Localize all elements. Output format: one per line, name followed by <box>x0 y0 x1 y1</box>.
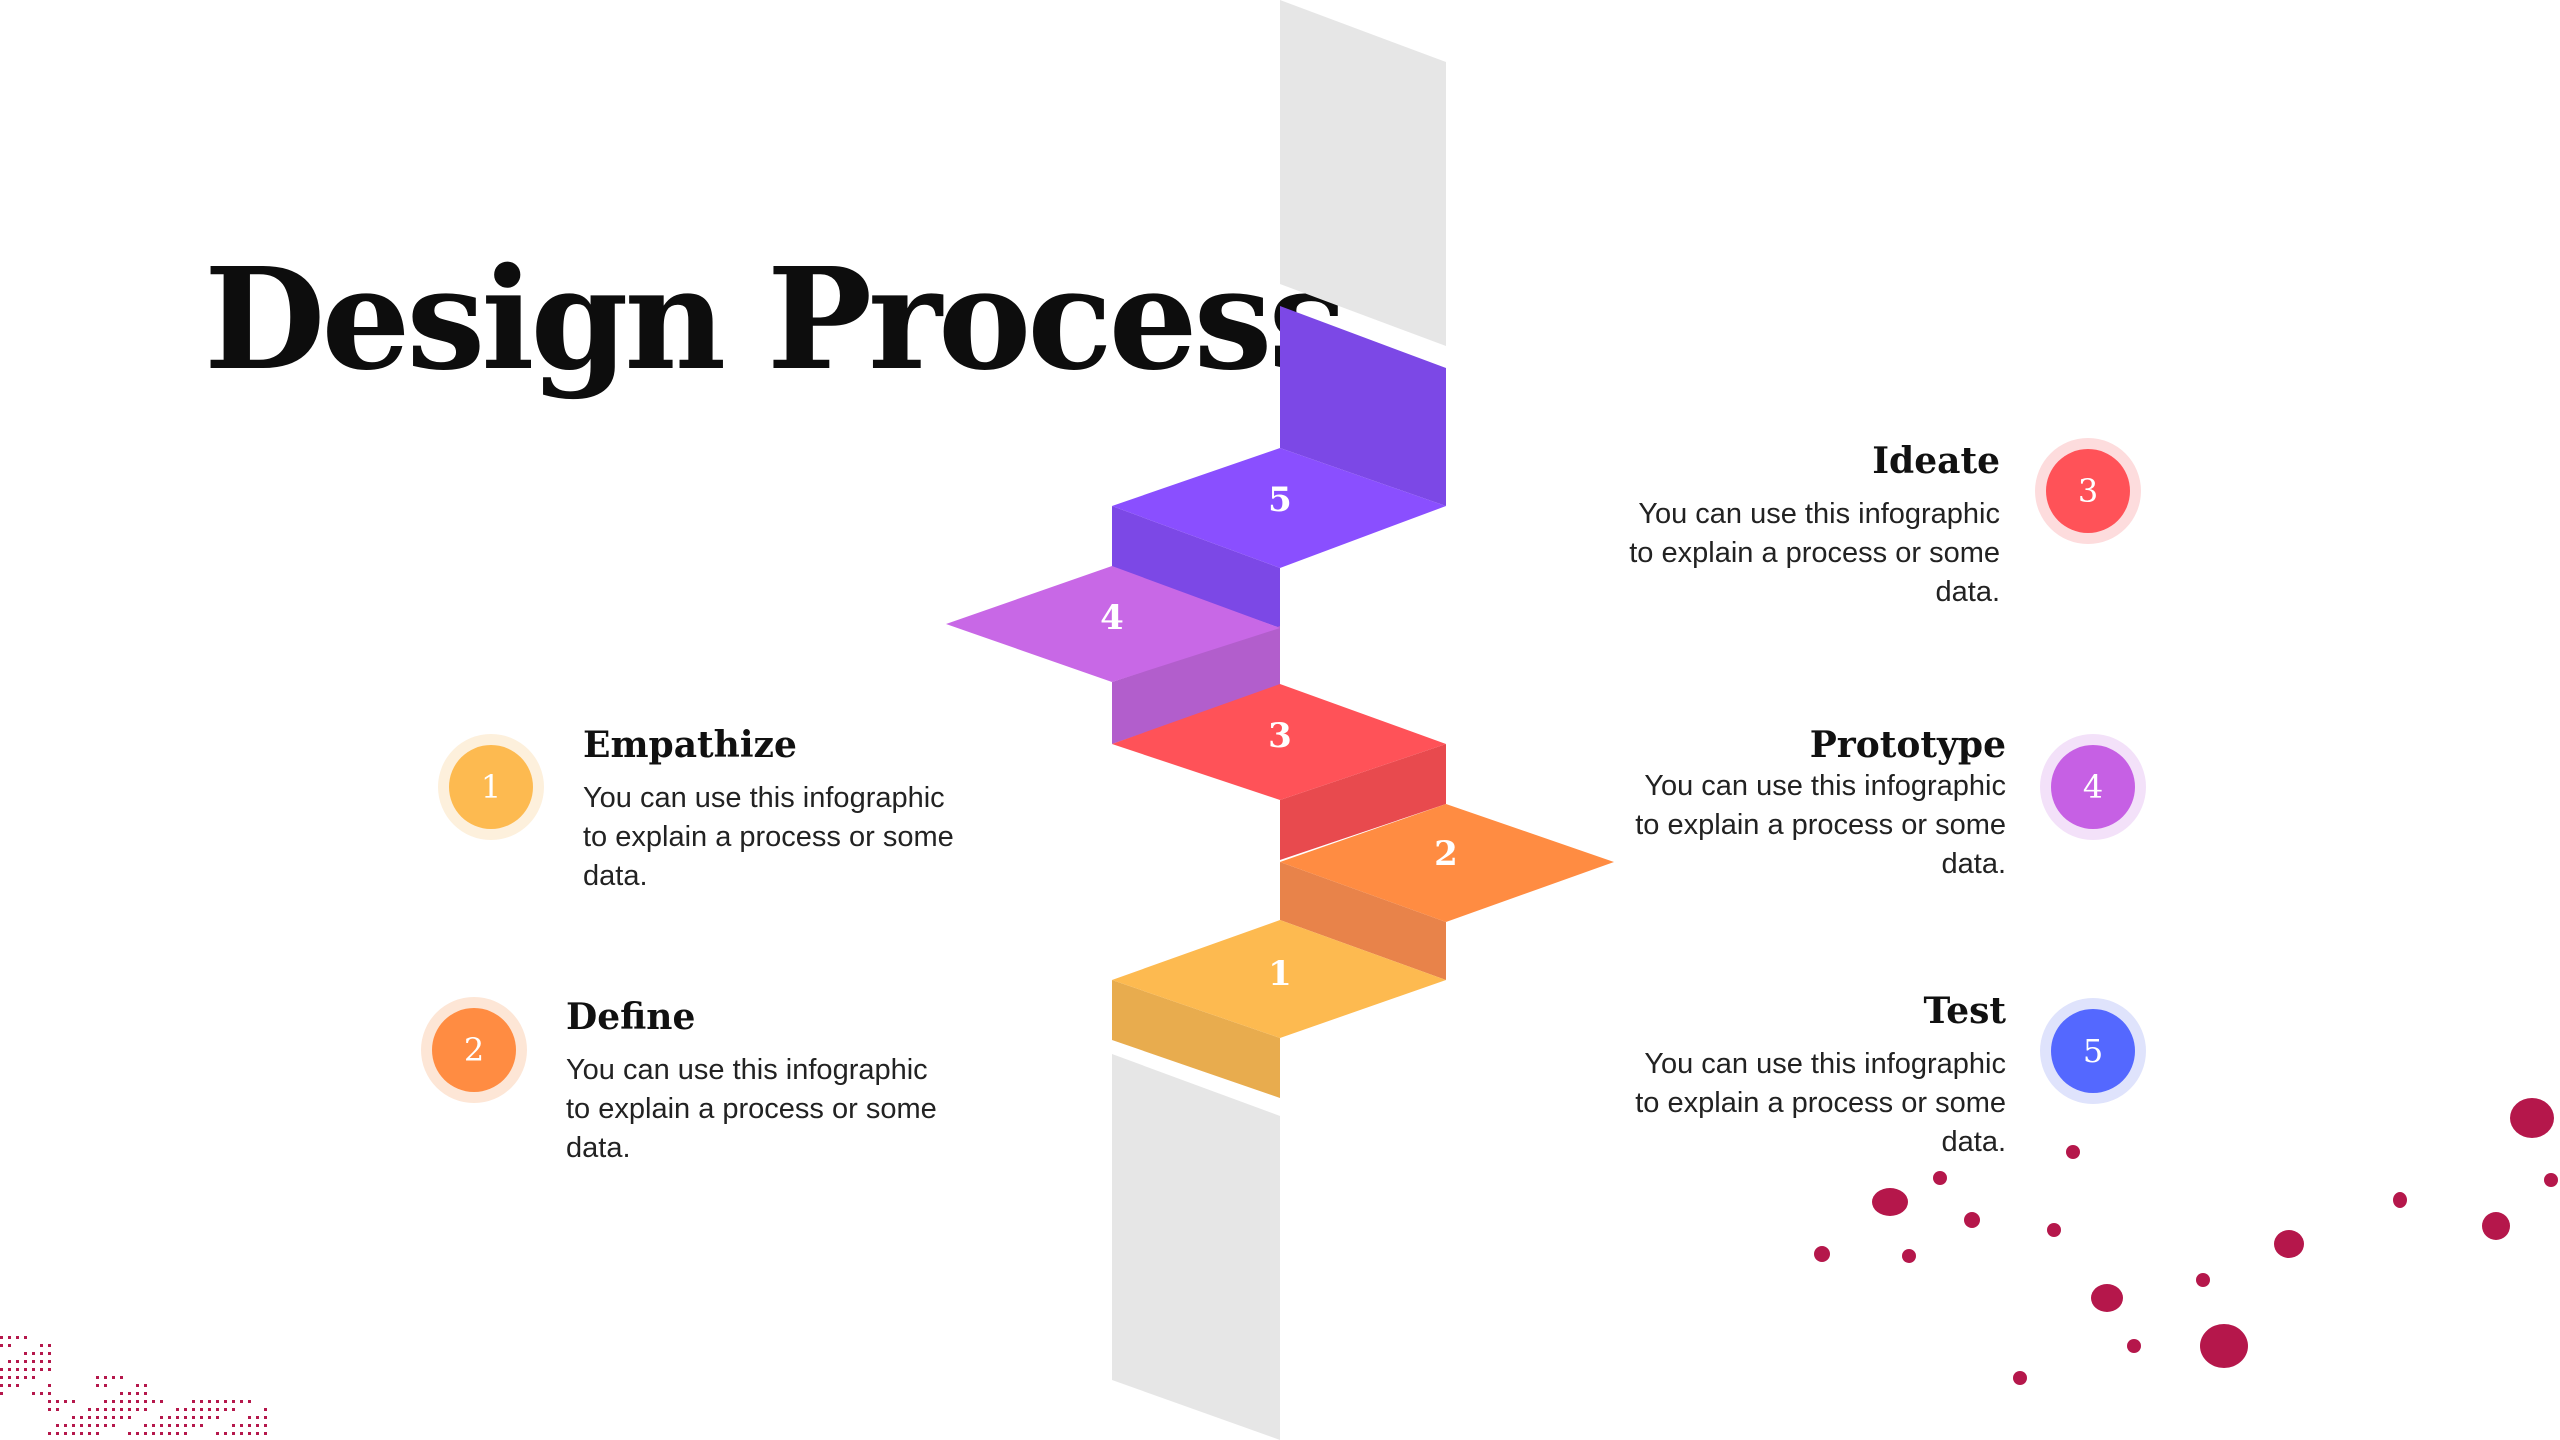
step1-number: 1 <box>1268 954 1292 994</box>
step4-item: Prototype You can use this infographic t… <box>1626 724 2006 884</box>
step1-label: Empathize <box>583 724 797 766</box>
page-title: Design Process <box>204 238 1347 402</box>
step3-description: You can use this infographic to explain … <box>1629 498 2000 609</box>
step2-number: 2 <box>1434 834 1458 874</box>
step4-badge: 4 <box>2040 734 2146 840</box>
step4-number: 4 <box>1100 598 1124 638</box>
step1-badge: 1 <box>438 734 544 840</box>
step3-badge: 3 <box>2035 438 2141 544</box>
step1-description: You can use this infographic to explain … <box>583 782 954 893</box>
step2-riser <box>1280 862 1446 980</box>
step5-top <box>1112 448 1446 568</box>
step4-description: You can use this infographic to explain … <box>1635 770 2006 881</box>
step5-item: Test You can use this infographic to exp… <box>1626 990 2006 1162</box>
step3-label: Ideate <box>1872 440 2000 482</box>
step5-badge: 5 <box>2040 998 2146 1104</box>
step5-back-wall <box>1280 306 1446 506</box>
step2-top <box>1280 804 1614 922</box>
step2-item: Define You can use this infographic to e… <box>566 996 946 1168</box>
step5-label: Test <box>1923 990 2006 1032</box>
step2-badge: 2 <box>421 997 527 1103</box>
step3-top <box>1112 684 1446 800</box>
step1-top <box>1112 920 1446 1038</box>
step2-label: Define <box>566 996 696 1038</box>
step2-description: You can use this infographic to explain … <box>566 1054 937 1165</box>
bottom-pillar <box>1112 1054 1280 1440</box>
step1-item: Empathize You can use this infographic t… <box>583 724 963 896</box>
step5-front-riser <box>1112 506 1280 628</box>
step3-item: Ideate You can use this infographic to e… <box>1620 440 2000 612</box>
step1-riser <box>1112 980 1280 1098</box>
top-pillar <box>1280 0 1446 346</box>
step4-top <box>946 566 1280 682</box>
step3-riser <box>1280 744 1446 860</box>
step3-number: 3 <box>1268 716 1292 756</box>
step5-description: You can use this infographic to explain … <box>1635 1048 2006 1159</box>
step4-label: Prototype <box>1809 724 2006 766</box>
step5-number: 5 <box>1268 480 1292 520</box>
step4-riser <box>1112 626 1280 744</box>
